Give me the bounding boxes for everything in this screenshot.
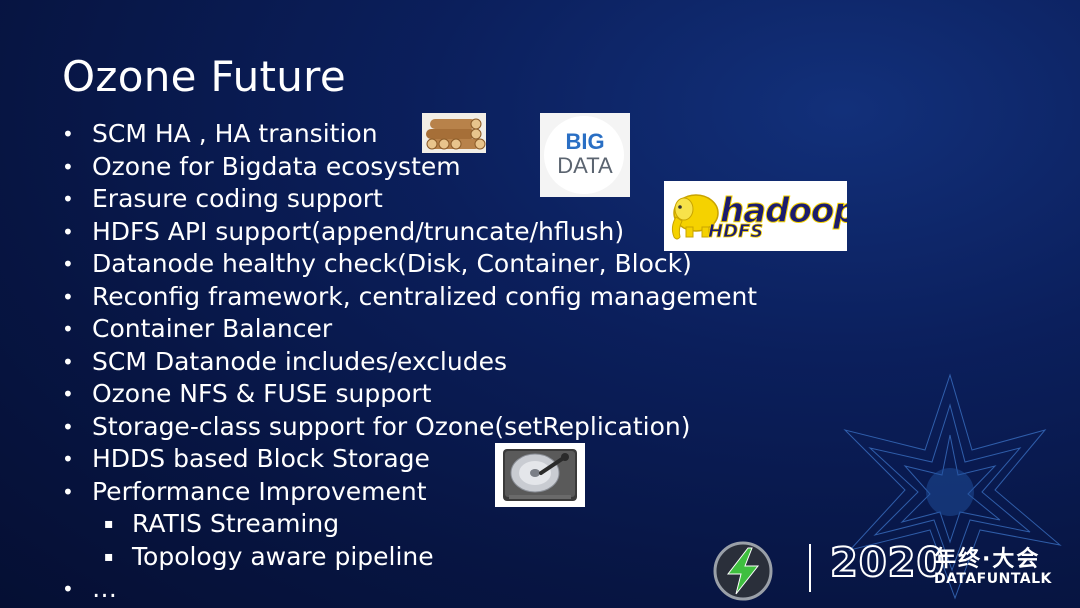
hadoop-hdfs-logo: hadoop HDFS — [664, 181, 847, 251]
footer-brand: DATAFUNTALK — [934, 571, 1052, 587]
dot-bullet-icon: • — [62, 382, 74, 406]
star-decoration — [843, 373, 1062, 600]
dot-bullet-icon: • — [62, 219, 74, 244]
bullet-text: SCM Datanode includes/excludes — [92, 346, 508, 376]
dot-bullet-icon: • — [62, 317, 74, 341]
hard-disk-image — [495, 443, 585, 507]
logs-image — [422, 113, 486, 153]
bullet-item: • Datanode healthy check(Disk, Container,… — [60, 248, 757, 281]
bullet-text: Datanode healthy check(Disk, Container, … — [92, 249, 692, 278]
dot-bullet-icon: • — [62, 577, 74, 601]
bigdata-circle — [544, 116, 624, 194]
bullet-item: •… — [60, 573, 757, 606]
bullet-item: • Ozone for Bigdata ecosystem — [60, 151, 757, 184]
dot-bullet-icon: • — [62, 284, 74, 309]
bullet-text: Performance Improvement — [92, 476, 427, 506]
bullet-item: • Storage-class support for Ozone(setRepl… — [60, 411, 757, 444]
bullet-text: RATIS Streaming — [132, 509, 340, 538]
bullet-text: Ozone for Bigdata ecosystem — [92, 151, 461, 181]
elephant-icon — [671, 194, 719, 240]
sub-bullet-item: ▪ Topology aware pipeline — [60, 541, 757, 574]
bullet-item: • Reconfig framework, centralized config … — [60, 281, 757, 314]
bullet-text: SCM HA , HA transition — [92, 119, 378, 148]
bullet-item: • HDDS based Block Storage — [60, 443, 757, 476]
slide-title: Ozone Future — [62, 52, 346, 101]
bullet-text: Erasure coding support — [92, 184, 383, 213]
hadoop-wordmark: hadoop — [720, 191, 847, 232]
bullet-list: • SCM HA , HA transition • Ozone for Bigdat… — [60, 118, 757, 606]
bigdata-image: BIG DATA — [540, 113, 630, 197]
dot-bullet-icon: • — [62, 479, 74, 504]
hdfs-wordmark: HDFS — [708, 221, 764, 243]
lightning-logo-icon — [713, 541, 773, 601]
bullet-text: … — [92, 574, 117, 603]
bullet-text: Ozone NFS & FUSE support — [92, 379, 432, 408]
dot-bullet-icon: • — [62, 349, 74, 374]
bullet-text: Container Balancer — [92, 314, 333, 343]
dot-bullet-icon: • — [62, 447, 74, 471]
footer-year: 2020 — [829, 539, 946, 587]
dot-bullet-icon: • — [62, 154, 74, 179]
square-bullet-icon: ▪ — [104, 516, 114, 532]
dot-bullet-icon: • — [62, 122, 74, 146]
footer-divider — [809, 544, 811, 592]
bullet-text: HDFS API support(append/truncate/hflush) — [92, 216, 625, 246]
bullet-text: Reconfig framework, centralized config m… — [92, 281, 758, 311]
square-bullet-icon: ▪ — [104, 548, 114, 565]
bullet-item: • HDFS API support(append/truncate/hflush… — [60, 216, 757, 249]
dot-bullet-icon: • — [62, 252, 74, 276]
dot-bullet-icon: • — [62, 187, 74, 211]
bigdata-label-data: DATA — [557, 153, 613, 178]
sub-bullet-item: ▪ RATIS Streaming — [60, 508, 757, 541]
bullet-item: • Ozone NFS & FUSE support — [60, 378, 757, 411]
footer-event-name: 年终·大会 — [934, 547, 1041, 572]
bullet-text: HDDS based Block Storage — [92, 444, 430, 473]
bullet-item: • Container Balancer — [60, 313, 757, 346]
bullet-item: • SCM Datanode includes/excludes — [60, 346, 757, 379]
bigdata-label-big: BIG — [565, 129, 605, 154]
bullet-text: Topology aware pipeline — [132, 541, 434, 571]
bullet-item: • Erasure coding support — [60, 183, 757, 216]
bullet-text: Storage-class support for Ozone(setRepli… — [92, 411, 691, 441]
bullet-item: • Performance Improvement — [60, 476, 757, 509]
dot-bullet-icon: • — [62, 414, 74, 439]
bullet-item: • SCM HA , HA transition — [60, 118, 757, 151]
